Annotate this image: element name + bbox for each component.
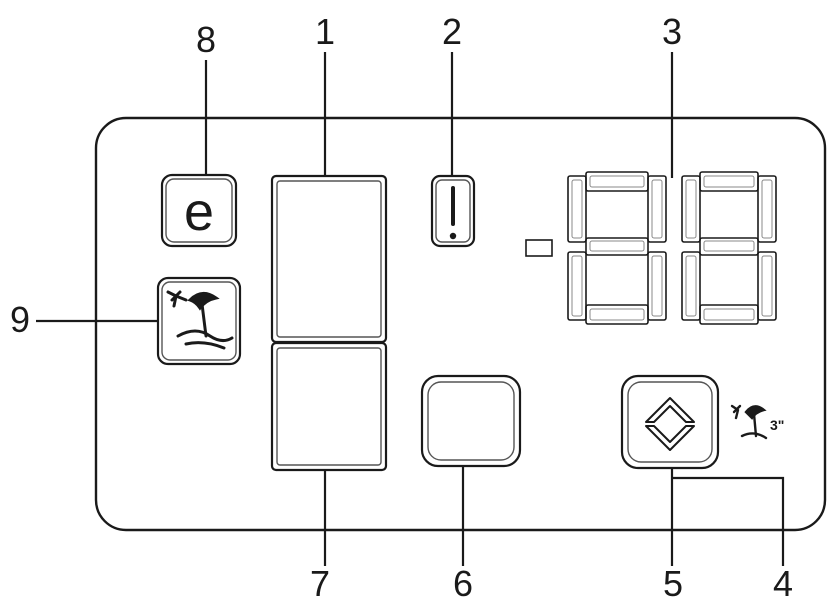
callout-5: 5 — [663, 563, 683, 604]
chevron-down-icon — [645, 425, 695, 451]
vacation-button[interactable] — [156, 276, 242, 366]
callout-1: 1 — [315, 11, 335, 52]
callout-6: 6 — [453, 563, 473, 604]
chevron-up-icon — [645, 397, 695, 423]
vacation-indicator-icon: 3" — [730, 404, 784, 440]
temperature-display — [525, 171, 777, 325]
leader-line-4 — [672, 476, 785, 566]
callout-2: 2 — [442, 11, 462, 52]
lower-tall-button[interactable] — [270, 341, 388, 472]
svg-text:3": 3" — [770, 417, 784, 433]
alarm-indicator — [430, 174, 476, 248]
callout-9: 9 — [10, 299, 30, 340]
eco-button[interactable]: e — [160, 173, 238, 248]
callout-8: 8 — [196, 19, 216, 60]
eco-glyph: e — [184, 182, 214, 242]
square-button[interactable] — [420, 374, 522, 468]
upper-tall-button[interactable] — [270, 174, 388, 344]
callout-4: 4 — [773, 563, 793, 604]
callout-3: 3 — [662, 11, 682, 52]
callout-7: 7 — [310, 563, 330, 604]
display-digit-2 — [681, 171, 777, 325]
select-button[interactable] — [620, 374, 720, 470]
palm-tree-icon — [166, 290, 234, 350]
minus-indicator — [525, 239, 553, 257]
display-digit-1 — [567, 171, 667, 325]
